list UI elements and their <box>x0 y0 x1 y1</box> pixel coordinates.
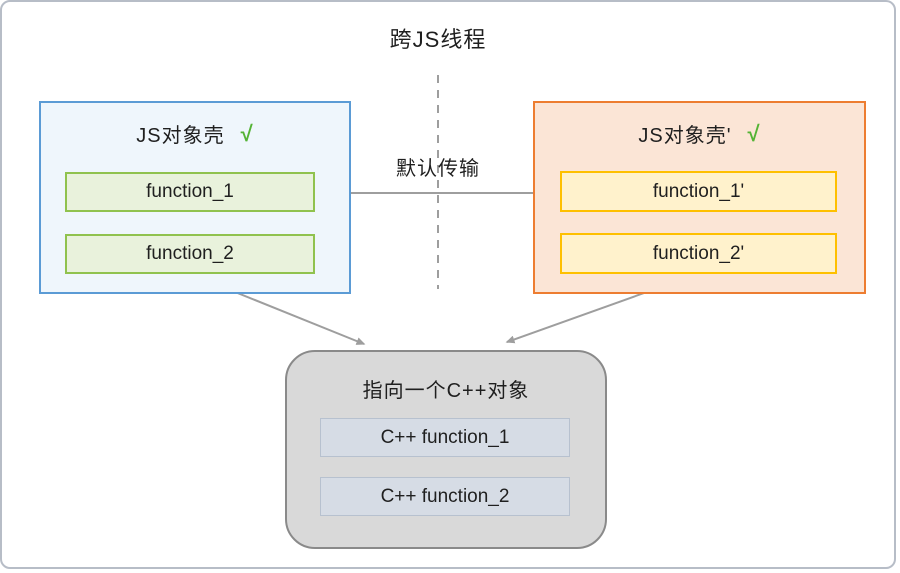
cpp-box-header: 指向一个C++对象 <box>287 374 605 403</box>
left-box-title: JS对象壳 <box>136 125 225 147</box>
left-box-header: JS对象壳 √ <box>41 119 349 148</box>
cpp-function-2-node: C++ function_2 <box>320 477 570 516</box>
function-2-prime-node: function_2' <box>560 233 837 274</box>
check-icon: √ <box>240 120 254 146</box>
cpp-box-title: 指向一个C++对象 <box>362 380 530 402</box>
cpp-object-box: 指向一个C++对象 C++ function_1 C++ function_2 <box>285 350 607 549</box>
check-icon: √ <box>747 120 761 146</box>
right-box-title: JS对象壳' <box>638 125 732 147</box>
cpp-function-1-node: C++ function_1 <box>320 418 570 457</box>
transfer-label: 默认传输 <box>396 158 480 180</box>
js-object-shell-box: JS对象壳 √ function_1 function_2 <box>39 101 351 294</box>
right-box-header: JS对象壳' √ <box>535 119 864 148</box>
js-object-shell-prime-box: JS对象壳' √ function_1' function_2' <box>533 101 866 294</box>
function-1-prime-node: function_1' <box>560 171 837 212</box>
function-2-node: function_2 <box>65 234 315 274</box>
function-1-node: function_1 <box>65 172 315 212</box>
diagram-title: 跨JS线程 <box>389 27 487 52</box>
